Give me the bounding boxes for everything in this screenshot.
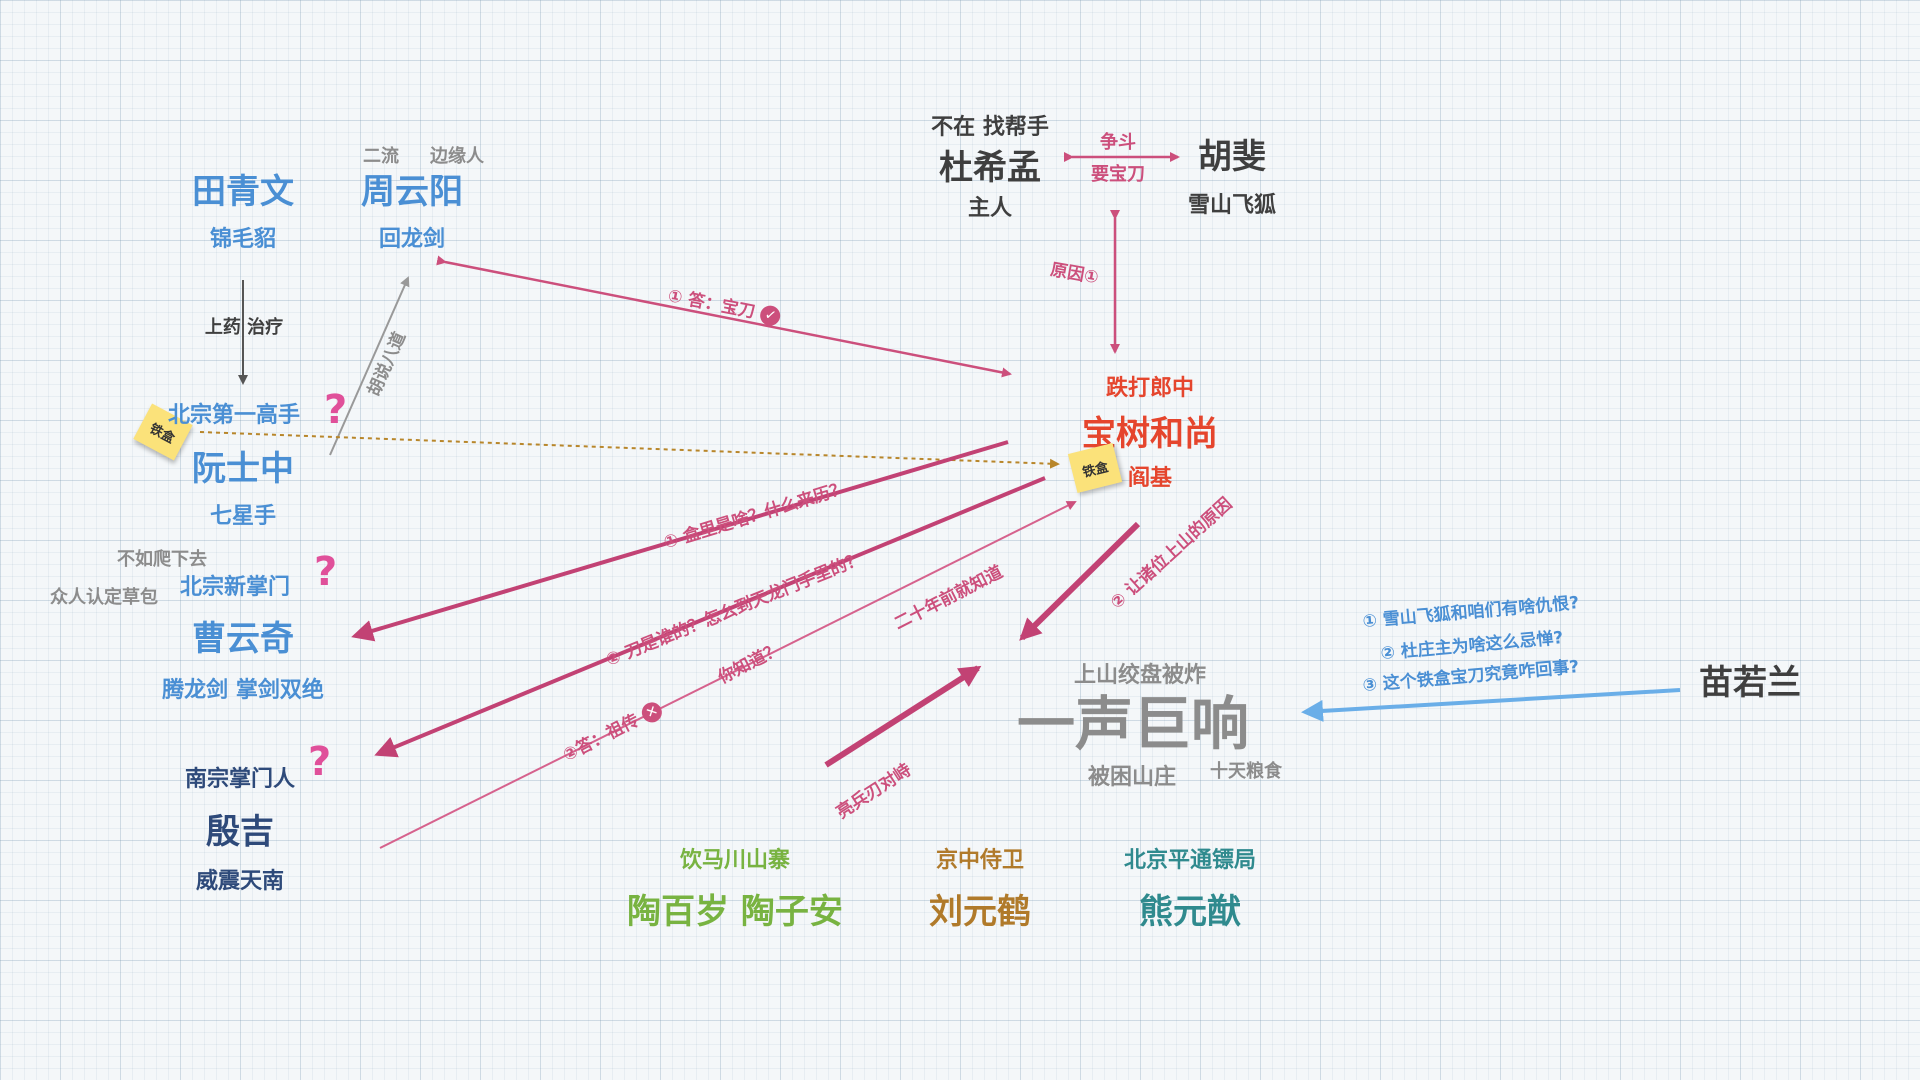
node-tian-name: 田青文: [192, 172, 294, 212]
label-fight: 争斗: [1100, 132, 1136, 153]
question-mark-icon: ?: [308, 739, 332, 785]
node-cao-side2: 众人认定草包: [50, 587, 158, 608]
node-zhou-note-right: 边缘人: [430, 146, 484, 167]
node-bao-title: 跌打郎中: [1105, 376, 1195, 401]
arrow-miao: [1301, 688, 1681, 722]
node-xiong-name: 熊元猷: [1139, 892, 1241, 932]
node-ruan-title: 北宗第一高手: [168, 403, 301, 428]
label-medicine: 上药 治疗: [204, 317, 284, 338]
node-center-top: 上山绞盘被炸: [1073, 663, 1207, 688]
node-cao-sub: 腾龙剑 掌剑双绝: [162, 678, 324, 703]
node-center-sub: 被困山庄: [1087, 765, 1177, 790]
node-xiong-title: 北京平通镖局: [1123, 848, 1257, 873]
question-mark-icon: ?: [324, 387, 348, 433]
arrow-q1: [351, 440, 1009, 642]
arrow-answer-baodao: [436, 255, 1012, 378]
arrow-ni-zhidao: [379, 501, 1077, 849]
node-du-name: 杜希孟: [939, 148, 1041, 188]
label-want-blade: 要宝刀: [1091, 164, 1145, 185]
node-du-sub: 主人: [967, 196, 1013, 221]
node-tao-title: 饮马川山寨: [679, 848, 791, 873]
node-center-side: 十天粮食: [1210, 761, 1282, 782]
node-tian-sub: 锦毛貂: [209, 227, 277, 252]
node-yin-sub: 威震天南: [195, 869, 285, 894]
check-circle-icon: ✓: [758, 303, 783, 328]
node-cao-title: 北宗新掌门: [180, 575, 291, 600]
arrow-liangbing: [824, 665, 982, 768]
node-liu-name: 刘元鹤: [929, 892, 1031, 932]
arrow-q2: [374, 476, 1046, 758]
arrow-iron-box: [199, 431, 1060, 469]
arrow-reason2: [1019, 521, 1141, 641]
arrow-nonsense: [329, 276, 410, 456]
node-hu-sub: 雪山飞狐: [1187, 193, 1277, 218]
node-hu-name: 胡斐: [1198, 137, 1266, 177]
node-miao-name: 苗若兰: [1699, 663, 1801, 703]
node-du-top: 不在 找帮手: [931, 115, 1049, 140]
question-mark-icon: ?: [314, 549, 338, 595]
node-ruan-name: 阮士中: [192, 449, 294, 489]
node-tao-name: 陶百岁 陶子安: [627, 892, 843, 932]
node-zhou-note-left: 二流: [363, 146, 399, 167]
node-ruan-sub: 七星手: [209, 504, 277, 529]
node-yin-title: 南宗掌门人: [184, 767, 296, 792]
node-zhou-sub: 回龙剑: [378, 227, 446, 252]
node-liu-title: 京中侍卫: [935, 848, 1025, 873]
node-center-name: 一声巨响: [1016, 690, 1250, 758]
node-cao-name: 曹云奇: [192, 619, 294, 659]
node-bao-sub: 阎基: [1127, 466, 1173, 491]
node-cao-side1: 不如爬下去: [117, 549, 207, 570]
node-yin-name: 殷吉: [206, 812, 274, 852]
node-zhou-name: 周云阳: [361, 172, 463, 212]
